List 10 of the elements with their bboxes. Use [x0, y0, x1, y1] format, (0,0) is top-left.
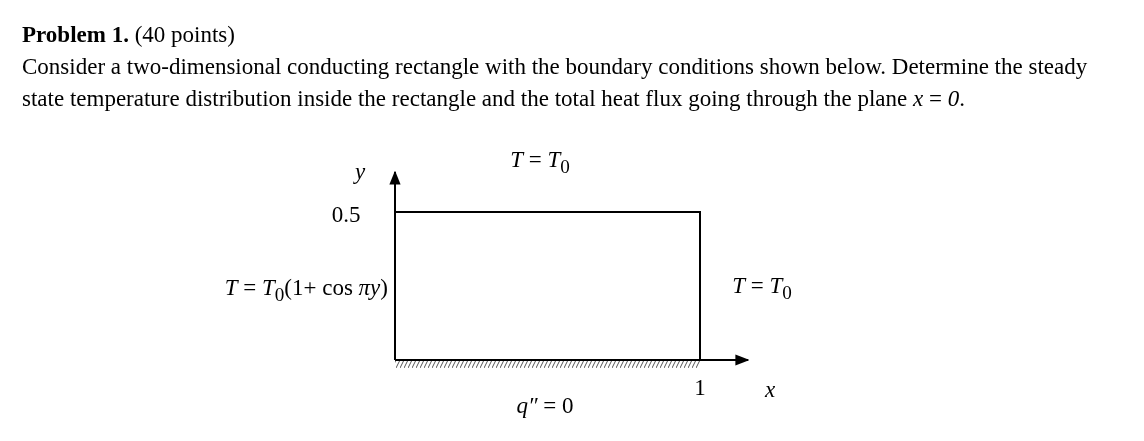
tick-label: 1: [694, 374, 706, 402]
boundary-condition: T = T$_{0}$: [510, 146, 570, 179]
axis-label: x: [764, 376, 776, 404]
problem-heading: Problem 1. (40 points): [22, 21, 235, 49]
boundary-condition: T = T$_{0}$: [732, 272, 792, 305]
boundary-condition: q″ = 0: [516, 392, 574, 420]
axis-label: y: [354, 158, 366, 186]
problem-statement: Consider a two-dimensional conducting rectangle with the boundary conditions shown below. Determine the steady state temperature distribution inside the rectangle and the total heat flux going through the plane x = 0.: [22, 53, 1089, 113]
tick-label: 0.5: [331, 201, 361, 229]
boundary-condition: T = T$_{0}$(1+ cos πy): [224, 274, 388, 307]
